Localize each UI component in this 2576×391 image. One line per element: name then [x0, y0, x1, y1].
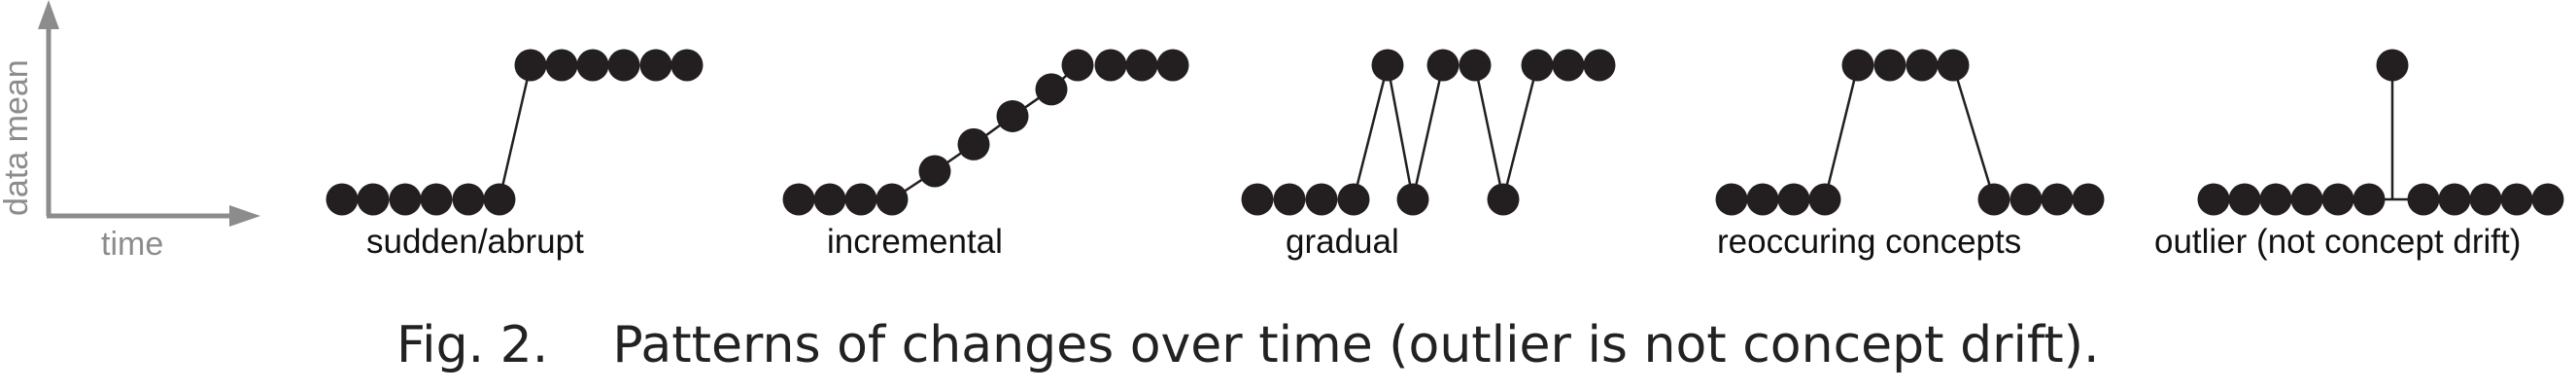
data-point — [514, 49, 547, 82]
transition-link — [1411, 64, 1445, 200]
data-point — [1552, 49, 1585, 82]
axes-legend: data mean time — [0, 0, 260, 263]
data-point — [2407, 183, 2440, 216]
data-point — [2290, 183, 2323, 216]
data-point — [483, 183, 516, 216]
data-point — [844, 183, 877, 216]
pattern-gradual: gradual — [1241, 49, 1616, 261]
data-point — [1487, 183, 1520, 216]
transition-link — [1501, 64, 1539, 200]
data-point — [2228, 183, 2261, 216]
data-point — [1977, 183, 2010, 216]
data-point — [2009, 183, 2043, 216]
data-point — [2376, 49, 2409, 82]
data-point — [1426, 49, 1460, 82]
data-point — [639, 49, 672, 82]
data-point — [420, 183, 453, 216]
data-point — [2041, 183, 2074, 216]
data-point — [1094, 49, 1127, 82]
data-point — [1396, 183, 1429, 216]
y-axis-label: data mean — [0, 59, 35, 216]
x-axis-arrowhead — [229, 205, 260, 227]
transition-link — [1951, 64, 1996, 200]
data-point — [957, 127, 990, 160]
data-point — [1371, 49, 1404, 82]
data-point — [2353, 183, 2386, 216]
data-point — [326, 183, 359, 216]
data-point — [1715, 183, 1748, 216]
data-point — [2500, 183, 2533, 216]
data-point — [2321, 183, 2354, 216]
pattern-label: outlier (not concept drift) — [2154, 223, 2521, 261]
data-point — [1521, 49, 1554, 82]
data-point — [452, 183, 485, 216]
pattern-sudden-abrupt: sudden/abrupt — [326, 49, 704, 261]
data-point — [607, 49, 640, 82]
data-point — [1873, 49, 1906, 82]
data-point — [2197, 183, 2230, 216]
transition-link — [498, 64, 532, 200]
transition-link — [1386, 64, 1415, 200]
data-point — [389, 183, 422, 216]
data-point — [2438, 183, 2471, 216]
pattern-outlier: outlier (not concept drift) — [2154, 49, 2564, 261]
pattern-label: sudden/abrupt — [366, 223, 584, 261]
data-point — [996, 99, 1029, 132]
data-point — [2259, 183, 2292, 216]
data-point — [1156, 49, 1189, 82]
data-point — [1035, 73, 1068, 106]
pattern-reoccuring-concepts: reoccuring concepts — [1715, 49, 2105, 261]
data-point — [1841, 49, 1874, 82]
pattern-label: reoccuring concepts — [1717, 223, 2021, 261]
data-point — [357, 183, 390, 216]
data-point — [1808, 183, 1841, 216]
data-point — [670, 49, 704, 82]
figure-caption: Fig. 2. Patterns of changes over time (o… — [396, 316, 2100, 374]
data-point — [876, 183, 909, 216]
data-point — [576, 49, 609, 82]
data-point — [1061, 49, 1094, 82]
data-point — [1777, 183, 1810, 216]
data-point — [1241, 183, 1274, 216]
pattern-incremental: incremental — [782, 49, 1189, 261]
data-point — [2072, 183, 2105, 216]
transition-link — [1823, 64, 1860, 200]
data-point — [1906, 49, 1939, 82]
data-point — [1305, 183, 1338, 216]
data-point — [2469, 183, 2502, 216]
data-point — [1746, 183, 1779, 216]
pattern-label: gradual — [1286, 223, 1399, 261]
pattern-label: incremental — [827, 223, 1003, 261]
transition-link — [1473, 64, 1505, 200]
data-point — [1125, 49, 1158, 82]
data-point — [2531, 183, 2564, 216]
y-axis-arrowhead — [38, 0, 59, 29]
data-point — [1937, 49, 1970, 82]
data-point — [813, 183, 846, 216]
data-point — [1459, 49, 1492, 82]
transition-link — [1352, 64, 1390, 200]
data-point — [1273, 183, 1306, 216]
data-point — [918, 155, 951, 188]
data-point — [1583, 49, 1616, 82]
x-axis-label: time — [101, 226, 163, 263]
data-point — [782, 183, 815, 216]
data-point — [545, 49, 578, 82]
data-point — [1337, 183, 1370, 216]
